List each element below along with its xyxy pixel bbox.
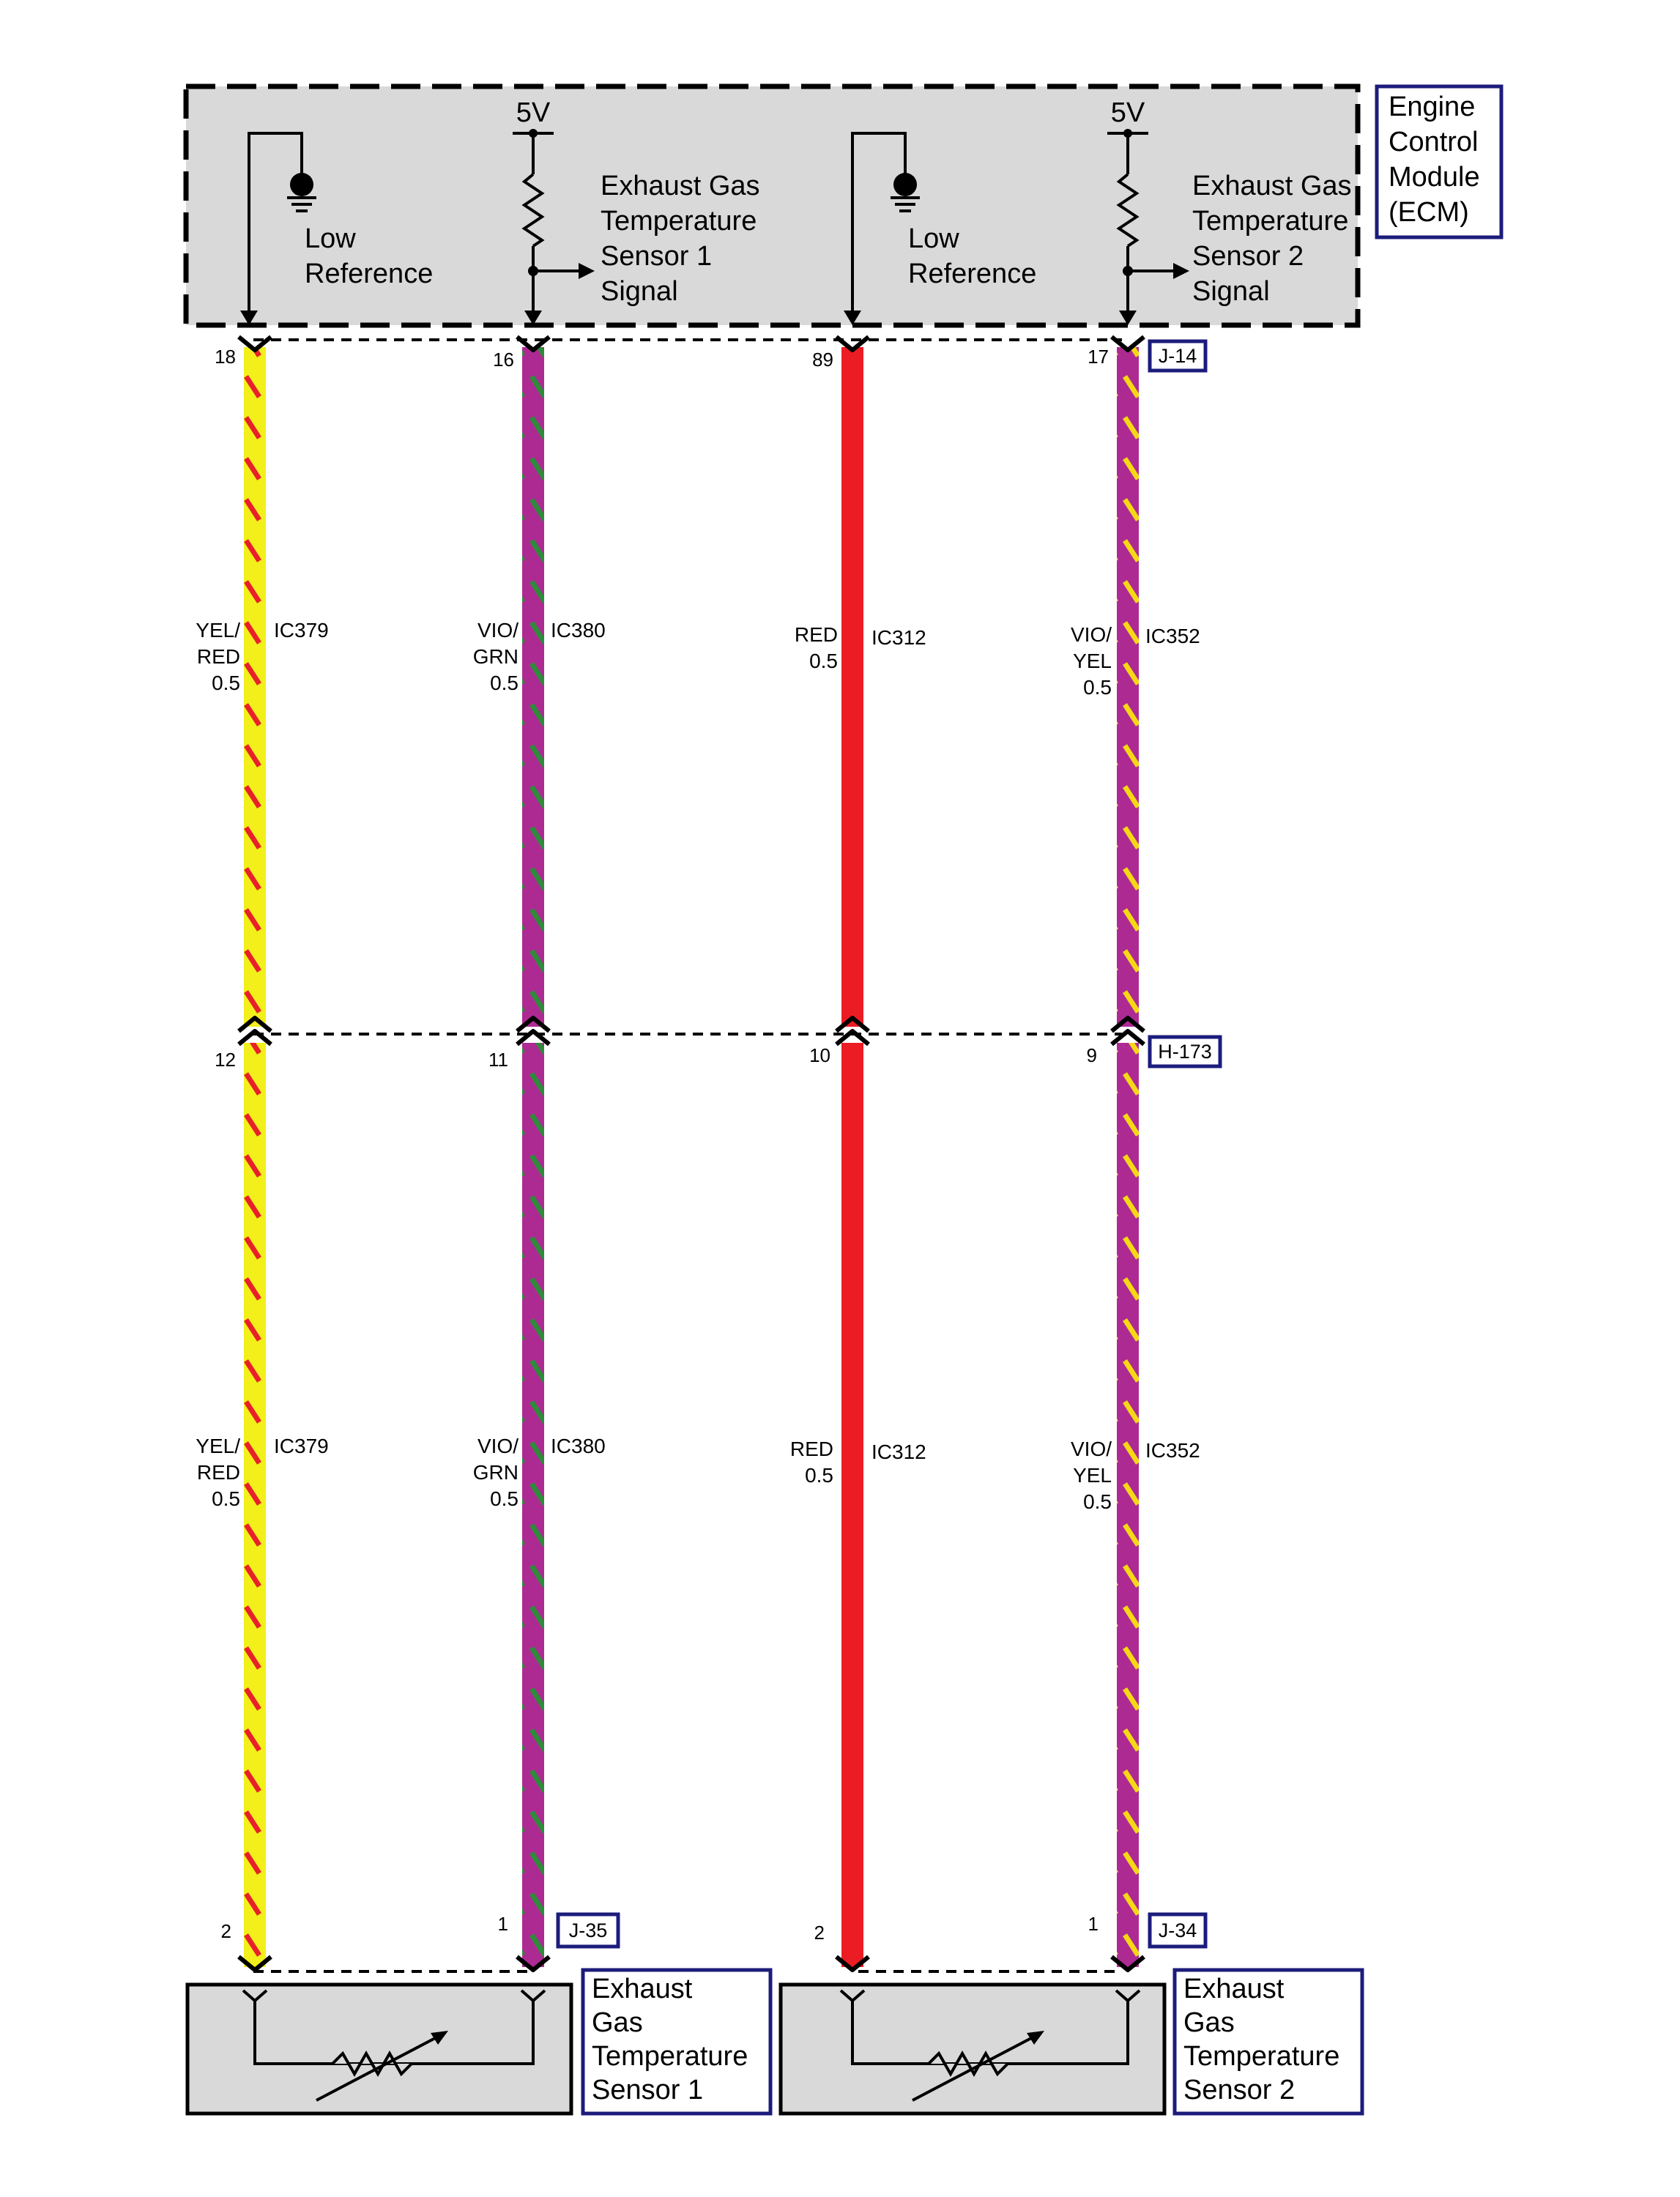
pin-number: 18 <box>215 346 236 368</box>
pin-number: 1 <box>498 1913 508 1935</box>
pin-number: 12 <box>215 1049 236 1071</box>
thermistor-icon <box>927 2050 1009 2078</box>
connector-badge-j14: J-14 <box>1148 339 1208 373</box>
svg-text:J-35: J-35 <box>569 1919 608 1941</box>
ground-icon <box>290 173 313 196</box>
svg-text:J-14: J-14 <box>1159 345 1197 367</box>
connector-badge-j34: J-34 <box>1148 1912 1208 1949</box>
circuit-number-label: IC352 <box>1145 1439 1200 1462</box>
terminal-symbols-inline <box>237 1016 1145 1047</box>
pin-number: 2 <box>221 1920 231 1942</box>
circuit-number-label: IC312 <box>871 1440 926 1463</box>
sensor-2-signal-circuit <box>1107 129 1189 325</box>
terminal-symbols-bottom <box>237 1955 1145 1972</box>
ground-icon <box>893 173 917 196</box>
resistor-icon <box>1116 173 1140 248</box>
pin-number: 2 <box>814 1922 825 1944</box>
thermistor-icon <box>331 2050 413 2078</box>
circuit-number-label: IC379 <box>274 619 329 642</box>
arrow-right-icon <box>579 263 595 279</box>
terminal-symbols-top <box>237 335 1145 352</box>
svg-text:J-34: J-34 <box>1159 1919 1197 1941</box>
pin-number: 9 <box>1087 1044 1097 1066</box>
circuit-number-label: IC379 <box>274 1435 329 1457</box>
arrow-right-icon <box>1173 263 1189 279</box>
sensor-1-module <box>185 1982 573 2116</box>
pin-number: 89 <box>812 349 833 371</box>
circuit-number-label: IC380 <box>551 619 606 642</box>
pin-number: 17 <box>1088 346 1109 368</box>
wire-ic352 <box>1117 347 1139 1967</box>
pin-number: 1 <box>1088 1913 1099 1935</box>
circuit-number-label: IC352 <box>1145 625 1200 647</box>
pin-number: 16 <box>493 349 514 371</box>
voltage-label-2: 5V <box>1111 97 1145 128</box>
circuit-number-label: IC380 <box>551 1435 606 1457</box>
circuit-number-label: IC312 <box>871 626 926 649</box>
wire-ic312 <box>841 347 863 1967</box>
connector-badge-h173: H-173 <box>1148 1035 1222 1068</box>
pin-number: 10 <box>809 1044 830 1066</box>
low-reference-1-circuit <box>240 132 316 325</box>
pin-number: 11 <box>488 1049 508 1071</box>
connector-badge-j35: J-35 <box>556 1912 620 1949</box>
svg-text:H-173: H-173 <box>1158 1041 1212 1063</box>
sensor-2-module <box>778 1982 1167 2116</box>
low-reference-2-circuit <box>844 132 920 325</box>
resistor-icon <box>521 173 545 248</box>
voltage-label-1: 5V <box>516 97 551 128</box>
ecm-box <box>183 83 1361 328</box>
sensor-1-signal-circuit <box>513 129 595 325</box>
wire-ic379 <box>244 347 266 1967</box>
wire-ic380 <box>522 347 544 1967</box>
